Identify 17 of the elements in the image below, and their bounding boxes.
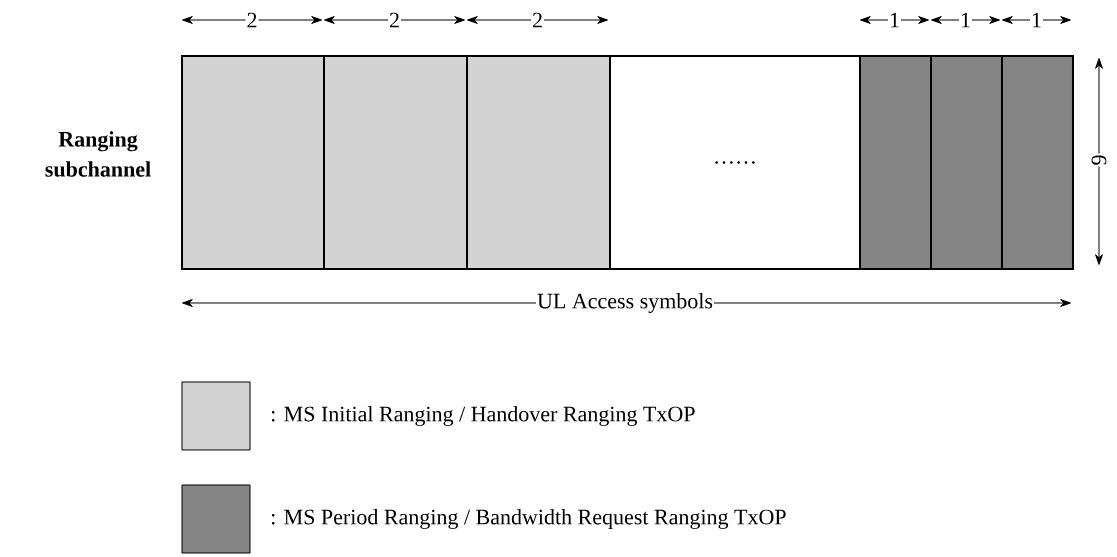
cell: …… [609,55,861,270]
dimension-label: UL Access symbols [536,292,714,314]
dimension-label: 2 [388,11,401,29]
legend-text: : MS Initial Ranging / Handover Ranging TxOP [271,406,695,426]
shaded-cell [181,55,325,270]
shaded-cell [930,55,1003,270]
dimension-label: 2 [531,11,544,29]
dimension-label: 1 [959,11,972,29]
shaded-cell [323,55,468,270]
shaded-cell [859,55,932,270]
shaded-cell [466,55,611,270]
dimension-label: 1 [888,11,901,29]
dimension-label: 1 [1030,11,1043,29]
legend-text: : MS Period Ranging / Bandwidth Request Ranging TxOP [271,509,786,529]
row-label: Ranging subchannel [45,131,151,177]
dimension-label: 2 [245,11,259,29]
shaded-cell [1001,55,1074,270]
